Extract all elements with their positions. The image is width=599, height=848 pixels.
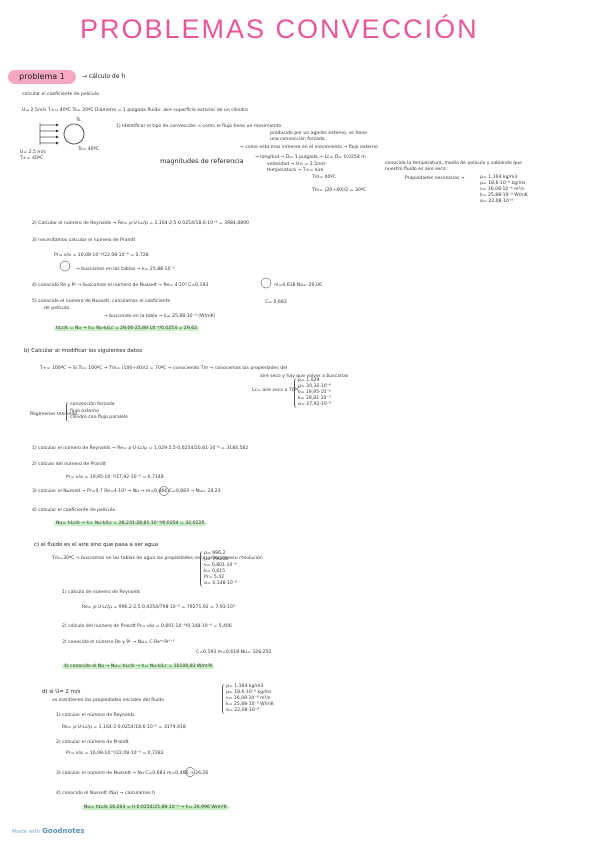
- section-c-re-title: 1) cálculo de número de Reynolds: [62, 590, 141, 595]
- goodnotes-brand: Goodnotes: [42, 827, 85, 835]
- problem-task: calcular el coeficiente de película: [22, 92, 99, 97]
- made-with-label: Made with: [12, 829, 41, 835]
- section-d-circle-icon: [185, 767, 195, 777]
- step2-reynolds: 2) Calcular el número de Reynolds → Re= …: [32, 221, 249, 226]
- problem-goal: → cálculo de h: [82, 73, 126, 80]
- section-b-prandt-title: 2) cálculo del número de Prandt: [32, 462, 106, 467]
- section-c-line: Tm=30ºC → buscamos en las tablas de agua…: [52, 556, 263, 561]
- step5-title: 5) conocido el número de Nusselt, calcul…: [32, 299, 171, 304]
- step5-note: → buscando en la tabla → k= 25,88·10⁻³ (…: [104, 314, 216, 319]
- h-result-highlight: hLc/k = Nu → h= Nu·k/Lc = 29,06·25,88·10…: [54, 326, 200, 331]
- section-b-prandt: Pr= ν/α = 19,95·10⁻⁶/27,92·10⁻⁶ = 0,7148: [66, 475, 164, 480]
- section-c-prandt: 2) cálculo del número de Prandt Pr= ν/α …: [62, 624, 232, 629]
- section-d-title: d) si U= 2 m/s: [42, 689, 81, 695]
- section-d-line: se mantienen las propiedades iniciales d…: [52, 698, 165, 703]
- diagram-label-right: Ts= 40ºC: [78, 147, 99, 152]
- section-b-title: b) Calcular al modificar los siguientes …: [24, 348, 143, 354]
- step4-nusselt: 4) conocido Re y Pr → buscamos el número…: [32, 283, 209, 288]
- regimen-label: Regímenes teniendo: [30, 412, 78, 417]
- magnitudes-label: magnitudes de referencia: [160, 157, 244, 165]
- mag-velocidad: velocidad → U∞ = 2,5m/s: [267, 162, 326, 167]
- section-c-nusselt2: C=0,193 m=0,618 Nu= 328,250: [196, 650, 272, 655]
- step1-line-b: producido por un agente externo, se tien…: [270, 131, 368, 136]
- section-d-pr-title: 2) calcular el número de Prandt: [56, 740, 129, 745]
- step3-prandt-note: → buscamos en las tablas → k= 25,88·10⁻³: [76, 267, 175, 272]
- section-b-temp: T∞= 100ºC → Si Ts= 100ºC → Tm= (100+40)/…: [40, 366, 288, 371]
- step1-line-d: → como esta mas inmerso en el movimiento…: [240, 145, 378, 150]
- section-c-title: c) el fluido es el aire sino que pasa a …: [34, 542, 159, 548]
- section-d-h-highlight: Nu= hLc/k 26,264 = h·0,0254/25,88·10⁻³ →…: [82, 805, 229, 810]
- cylinder-diagram: [39, 123, 85, 145]
- step5-h-equation: hLc/k = Nu → h= Nu·k/Lc = 29,06·25,88·10…: [54, 326, 200, 331]
- section-d-nusselt: 3) calcular el número de Nusselt → Nu C=…: [56, 771, 209, 776]
- section-d-re-title: 1) calcular el número de Reynolds: [56, 713, 135, 718]
- circle-mark-icon: [59, 260, 71, 272]
- section-d-reynolds: Re= ρ·U·Lc/μ = 1,164·2·0,0254/18,6·10⁻⁶ …: [62, 725, 186, 730]
- section-b-reynolds: 1) calcular el número de Reynolds → Re= …: [32, 446, 249, 451]
- section-b-circle-icon: [159, 486, 169, 496]
- section-c-h-highlight: 4) conocido el Nu → Nu= hLc/k → h= Nu·k/…: [62, 664, 215, 669]
- section-b-h-highlight: Nu= hLc/k → h= Nu·k/Lc = 28,231·28,81·10…: [54, 521, 207, 526]
- step1-line-c: una convección forzada: [270, 137, 325, 142]
- nusselt-circle-icon: [260, 277, 272, 289]
- step3-prandt-title: 3) necesitamos calcular el número de Pra…: [32, 238, 136, 243]
- problem-given: U= 2,5m/s T∞= 40ºC Ts= 20ºC Diámetro = 1…: [22, 108, 248, 113]
- section-d-h: Nu= hLc/k 26,264 = h·0,0254/25,88·10⁻³ →…: [82, 805, 229, 810]
- section-b-h: Nu= hLc/k → h= Nu·k/Lc = 28,231·28,81·10…: [54, 521, 207, 526]
- diagram-label-top: Ts: [76, 118, 81, 123]
- section-d-h-title: 4) conocido el Nusselt (Nu) → calculamos…: [56, 791, 156, 796]
- section-c-nusselt: 3) conocido el número Re y Pr → Nu= C·Re…: [62, 640, 175, 645]
- page-title: PROBLEMAS CONVECCIÓN: [80, 14, 479, 44]
- step3-prandt: Pr= ν/α = 16,08·10⁻⁶/22,08·10⁻⁶ = 0,728: [54, 253, 149, 258]
- step4-nusselt-value: m=0,618 Nu= 29,06: [274, 283, 322, 288]
- step1-line: 1) Identificar el tipo de convección → c…: [116, 124, 282, 129]
- known-temp-note: conocida la temperatura, media de pelícu…: [385, 161, 522, 166]
- section-d-prandt: Pr= ν/α = 16,08·10⁻⁶/22,08·10⁻⁶ = 0,7282: [66, 751, 164, 756]
- section-b-temp3: Lc= aire seco a 70ºC: [252, 388, 301, 393]
- known-temp-note2: nuestro fluido es aire seco:: [385, 167, 448, 172]
- step4-c-value: C= 0,683: [265, 300, 287, 305]
- props-label: Propiedades necesarias →: [405, 176, 465, 181]
- mag-longitud: → longitud → D= 1 pulgada → Lc= D= 0,025…: [255, 155, 366, 160]
- section-b-nusselt: 3) calcular el Nusselt → Pr=0,7 Re=4·10³…: [32, 489, 221, 494]
- section-b-temp2: aire seco y hay que volver a buscarlas: [260, 374, 349, 379]
- mag-temperatura: temperatura → T∞= aire: [267, 168, 324, 173]
- diagram-label-u: U= 2,5 m/s: [20, 150, 46, 155]
- section-c-h: 4) conocido el Nu → Nu= hLc/k → h= Nu·k/…: [62, 664, 215, 669]
- mag-tm-label: Tm= 40ºC: [312, 175, 336, 180]
- step5-title2: de película: [44, 306, 70, 311]
- section-b-h-title: 4) calcular el coeficiente de película: [32, 508, 115, 513]
- made-with-footer: Made with Goodnotes: [12, 827, 85, 835]
- section-c-reynolds: Re= ρ·U·Lc/μ = 996,2·2,5·0,0254/798·10⁻⁶…: [82, 605, 235, 610]
- diagram-label-t: T∞= 40ºC: [20, 156, 44, 161]
- problem-badge: problema 1: [8, 70, 76, 84]
- mag-tm: Tm= (20+40)/2 = 30ºC: [312, 188, 367, 193]
